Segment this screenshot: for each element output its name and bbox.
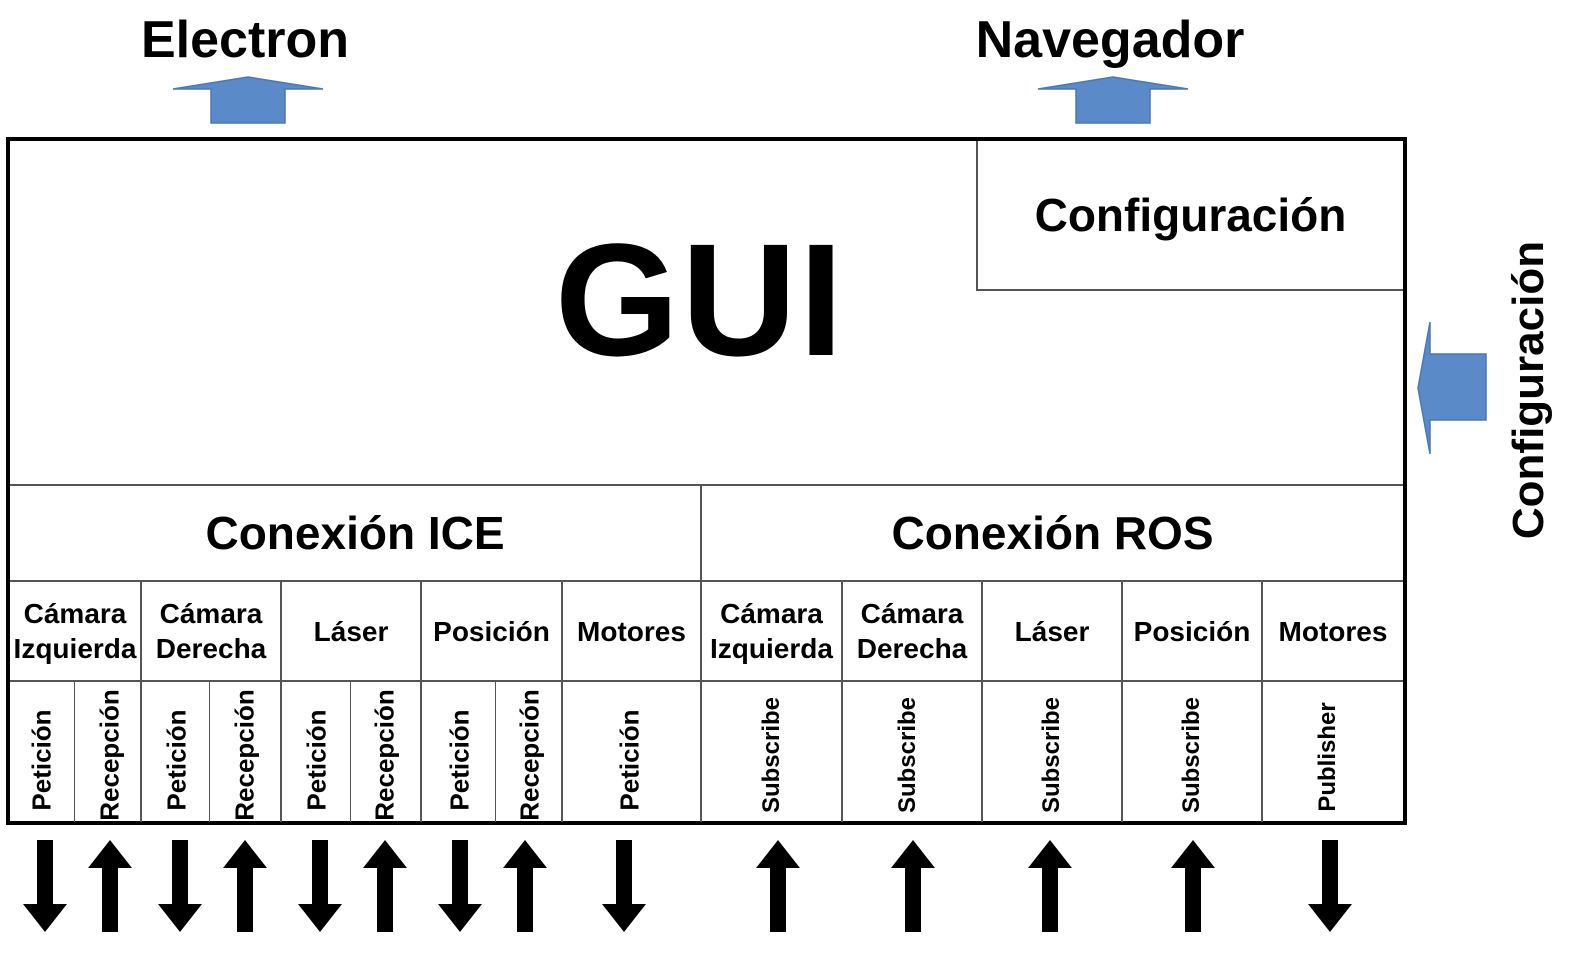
op-label: Subscribe — [758, 696, 785, 814]
op-label: Subscribe — [1178, 696, 1205, 814]
op-label: Petición — [444, 709, 475, 811]
gui-box — [6, 137, 1407, 825]
arrow-down-icon — [602, 840, 646, 932]
col-divider — [561, 582, 563, 822]
arrow-shape — [298, 840, 342, 932]
op-label: Petición — [161, 709, 192, 811]
arrow-up-icon — [756, 840, 800, 932]
op-label: Recepción — [94, 689, 125, 821]
arrow-up-icon — [891, 840, 935, 932]
arrow-down-icon — [1308, 840, 1352, 932]
arrow-up-icon — [363, 840, 407, 932]
arrow-up-icon — [1171, 840, 1215, 932]
arrow-shape — [23, 840, 67, 932]
ros-device-camera-left: Cámara Izquierda — [710, 598, 833, 664]
side-config-label: Configuración — [1504, 240, 1553, 540]
arrow-up-icon — [1028, 840, 1072, 932]
col-divider — [981, 582, 983, 822]
arrow-shape — [1308, 840, 1352, 932]
config-box-label: Configuración — [1034, 189, 1347, 241]
arrow-shape — [756, 840, 800, 932]
arrow-shape — [602, 840, 646, 932]
subcol-divider — [495, 682, 496, 822]
arrow-shape — [1171, 840, 1215, 932]
arrow-up-icon — [223, 840, 267, 932]
gui-divider — [10, 484, 1403, 486]
up-arrow-electron-icon — [172, 76, 324, 124]
ros-device-camera-right: Cámara Derecha — [856, 598, 968, 664]
col-divider — [1261, 582, 1263, 822]
col-divider — [1121, 582, 1123, 822]
arrow-shape — [223, 840, 267, 932]
op-label: Petición — [614, 709, 645, 811]
arrow-down-icon — [438, 840, 482, 932]
arrow-shape — [891, 840, 935, 932]
subcol-divider — [74, 682, 75, 822]
gui-title: GUI — [554, 210, 846, 389]
ice-section-title: Conexión ICE — [205, 507, 505, 559]
arrow-shape — [88, 840, 132, 932]
op-label: Recepción — [369, 689, 400, 821]
up-arrow-browser-icon — [1037, 76, 1189, 124]
ros-device-laser: Láser — [1014, 615, 1090, 647]
config-box-bottom-border — [976, 289, 1403, 291]
ice-ros-divider — [700, 484, 702, 822]
arrow-shape — [158, 840, 202, 932]
ice-device-camera-right: Cámara Derecha — [155, 598, 267, 664]
op-label: Recepción — [514, 689, 545, 821]
op-label: Subscribe — [1038, 696, 1065, 814]
col-divider — [280, 582, 282, 822]
op-label: Petición — [301, 709, 332, 811]
subcol-divider — [209, 682, 210, 822]
ice-device-position: Posición — [433, 615, 550, 647]
op-label: Subscribe — [894, 696, 921, 814]
col-divider — [841, 582, 843, 822]
subcol-divider — [350, 682, 351, 822]
col-divider — [420, 582, 422, 822]
op-label: Recepción — [229, 689, 260, 821]
left-arrow-config-icon — [1417, 321, 1487, 455]
ros-device-motors: Motores — [1278, 615, 1388, 647]
arrow-shape — [503, 840, 547, 932]
arrow-shape — [438, 840, 482, 932]
section-divider — [10, 580, 1403, 582]
arrow-up-icon — [88, 840, 132, 932]
device-divider — [10, 680, 1403, 682]
op-label: Publisher — [1314, 702, 1341, 812]
arrow-shape — [363, 840, 407, 932]
arrow-up-icon — [503, 840, 547, 932]
ros-device-position: Posición — [1133, 615, 1251, 647]
ice-device-camera-left: Cámara Izquierda — [13, 598, 137, 664]
arrow-shape — [1028, 840, 1072, 932]
arrow-down-icon — [158, 840, 202, 932]
arrow-down-icon — [298, 840, 342, 932]
ros-section-title: Conexión ROS — [891, 507, 1214, 559]
arrow-down-icon — [23, 840, 67, 932]
config-box-left-border — [976, 141, 978, 291]
ice-device-laser: Láser — [313, 615, 389, 647]
col-divider — [140, 582, 142, 822]
ice-device-motors: Motores — [577, 615, 686, 647]
op-label: Petición — [26, 709, 57, 811]
electron-label: Electron — [140, 11, 350, 69]
browser-label: Navegador — [975, 11, 1245, 69]
